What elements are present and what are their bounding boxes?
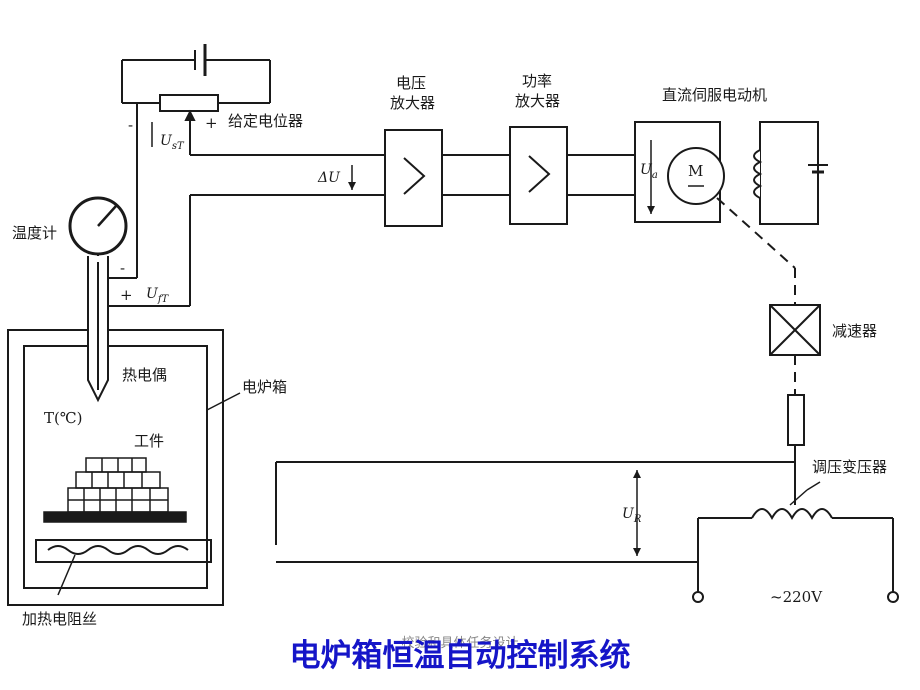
temperature-label: T(℃) — [44, 409, 83, 427]
auto-transformer-label: 调压变压器 — [812, 458, 887, 476]
footer-text: 校验和具体任务设计 — [401, 636, 519, 651]
furnace-label: 电炉箱 — [242, 378, 287, 396]
plus-sign-top: + — [205, 114, 218, 132]
minus-sign-top: - — [128, 116, 133, 134]
motor-m-label: M — [688, 162, 703, 180]
auto-transformer — [692, 481, 899, 603]
delta-u-label: ΔU — [317, 170, 341, 186]
dc-servo-motor — [634, 121, 725, 223]
u-a-label: Ua — [640, 162, 658, 181]
thermometer-label: 温度计 — [12, 224, 57, 242]
voltage-amplifier — [384, 129, 510, 227]
minus-sign-bottom: - — [120, 259, 125, 277]
voltage-amp-label-2: 放大器 — [390, 94, 435, 112]
power-amp-label-2: 放大器 — [515, 92, 560, 110]
power-amplifier — [509, 126, 635, 225]
u-st-label: UsT — [160, 133, 185, 152]
potentiometer-resistor — [159, 94, 219, 112]
thermocouple-probe — [87, 256, 109, 403]
page-title: 电炉箱恒温自动控制系统 — [289, 638, 631, 674]
signal-wires — [98, 135, 385, 307]
reducer — [769, 304, 821, 505]
voltage-amp-label-1: 电压 — [396, 74, 426, 92]
dc-motor-label: 直流伺服电动机 — [662, 86, 767, 104]
furnace-box — [7, 329, 241, 606]
supply-voltage-label: ~220V — [770, 588, 823, 606]
setpoint-potentiometer-circuit — [121, 44, 271, 155]
workpiece-stack — [43, 457, 187, 523]
heater-supply-wires — [275, 461, 795, 563]
heater-label: 加热电阻丝 — [22, 610, 97, 628]
plus-sign-bottom: + — [120, 286, 133, 304]
mechanical-link — [716, 197, 796, 305]
power-amp-label-1: 功率 — [522, 72, 552, 90]
reducer-label: 减速器 — [832, 322, 877, 340]
setpoint-pot-label: 给定电位器 — [228, 112, 303, 130]
workpiece-label: 工件 — [134, 432, 164, 450]
u-ft-label: UfT — [146, 286, 170, 305]
u-r-label: UR — [622, 506, 642, 525]
field-winding — [753, 121, 828, 225]
thermocouple-label: 热电偶 — [122, 366, 167, 384]
heater-coil — [35, 539, 212, 596]
